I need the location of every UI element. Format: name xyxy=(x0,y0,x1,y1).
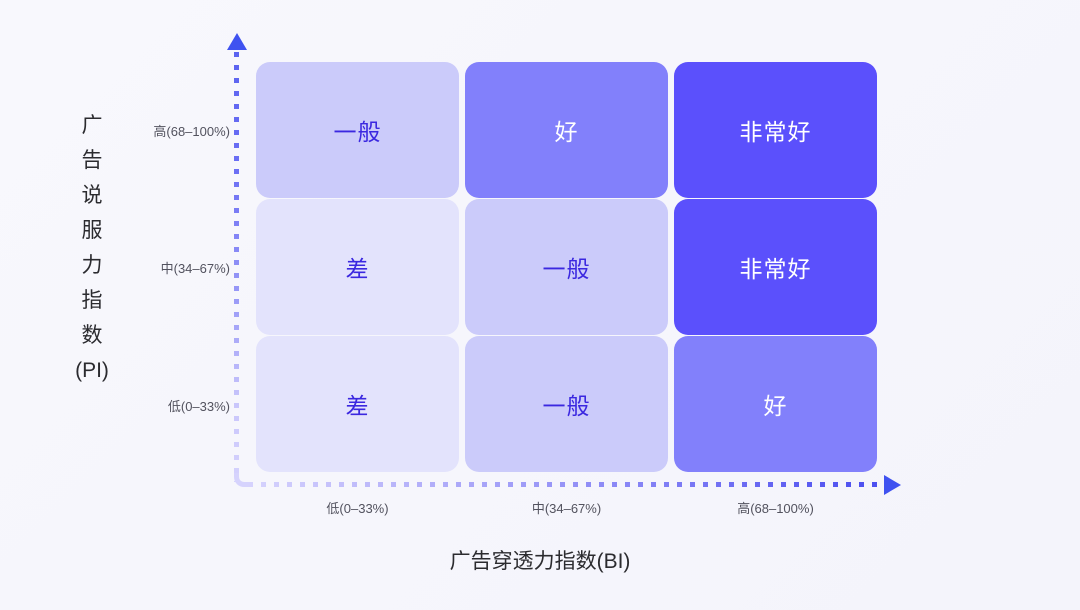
matrix-cell-label: 非常好 xyxy=(739,256,812,282)
matrix-cell-label: 好 xyxy=(763,393,788,419)
y-axis-title-char: 广 xyxy=(81,114,103,137)
matrix-cell-label: 非常好 xyxy=(739,119,812,145)
matrix-cell-label: 差 xyxy=(345,393,370,419)
x-axis-tick-label: 高(68–100%) xyxy=(737,501,814,516)
y-axis-title-char: 说 xyxy=(81,184,103,207)
matrix-cell-label: 差 xyxy=(345,256,370,282)
matrix-cell[interactable]: 非常好 xyxy=(674,62,877,198)
matrix-cell[interactable]: 好 xyxy=(674,336,877,472)
y-axis-title: 广告说服力指数 (PI) xyxy=(60,108,124,388)
matrix-cell[interactable]: 非常好 xyxy=(674,199,877,335)
y-axis-tick-label: 中(34–67%) xyxy=(160,261,230,276)
axis-corner xyxy=(234,473,248,487)
y-axis-title-char: 数 xyxy=(81,324,103,347)
y-axis-line xyxy=(234,52,239,482)
y-axis-title-char: 指 xyxy=(81,289,103,312)
y-axis-title-char: (PI) xyxy=(75,359,109,382)
y-axis-title-char: 告 xyxy=(81,149,103,172)
matrix-cell[interactable]: 差 xyxy=(256,199,459,335)
matrix-cell-label: 一般 xyxy=(542,256,591,282)
matrix-cell-label: 一般 xyxy=(333,119,382,145)
x-axis-tick-label: 低(0–33%) xyxy=(326,501,389,516)
y-axis-tick-label: 低(0–33%) xyxy=(167,399,230,414)
matrix-cell-label: 一般 xyxy=(542,393,591,419)
y-axis-tick-labels: 高(68–100%) 中(34–67%) 低(0–33%) xyxy=(105,0,230,610)
matrix-cell[interactable]: 一般 xyxy=(465,336,668,472)
x-axis-title: 广告穿透力指数(BI) xyxy=(449,550,631,573)
y-axis-tick-label: 高(68–100%) xyxy=(153,124,230,139)
y-axis-title-char: 服 xyxy=(81,219,103,242)
matrix-cell[interactable]: 差 xyxy=(256,336,459,472)
y-axis-arrow-icon xyxy=(227,33,247,50)
matrix-cell[interactable]: 好 xyxy=(465,62,668,198)
x-axis-tick-labels: 低(0–33%) 中(34–67%) 高(68–100%) xyxy=(0,498,1080,522)
matrix-cell[interactable]: 一般 xyxy=(465,199,668,335)
matrix-cell[interactable]: 一般 xyxy=(256,62,459,198)
x-axis-arrow-icon xyxy=(884,475,901,495)
x-axis-tick-label: 中(34–67%) xyxy=(531,501,602,516)
y-axis-title-char: 力 xyxy=(81,254,103,277)
x-axis-line xyxy=(248,482,884,487)
matrix-grid: 一般好非常好差一般非常好差一般好 xyxy=(256,62,877,472)
matrix-cell-label: 好 xyxy=(554,119,579,145)
